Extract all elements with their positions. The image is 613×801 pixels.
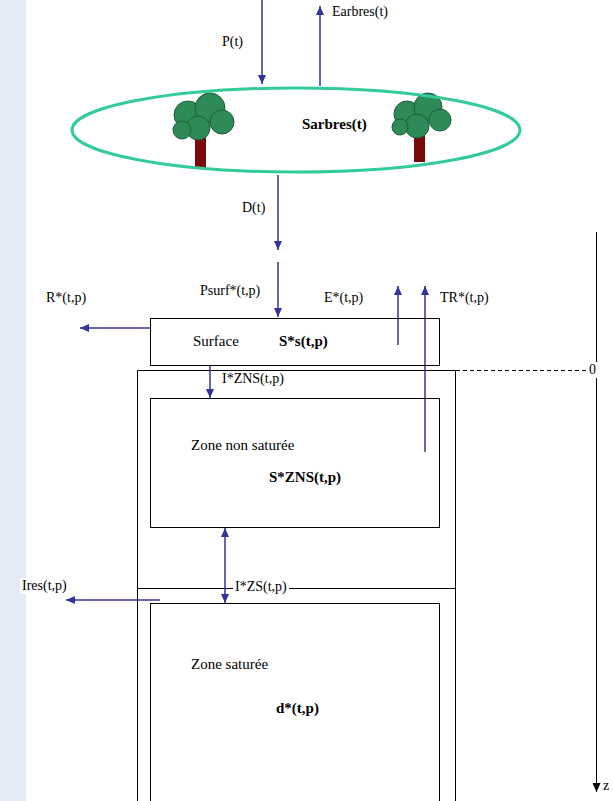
flux-label: TR*(t,p) bbox=[438, 290, 491, 306]
flux-arrow bbox=[277, 262, 279, 317]
variable-name: Sarbres(t) bbox=[302, 116, 367, 133]
ellipse-outline bbox=[70, 86, 522, 174]
flux-connector bbox=[209, 366, 211, 398]
zone-name: Surface bbox=[193, 333, 239, 350]
flux-label: P(t) bbox=[220, 34, 245, 50]
tree-icon bbox=[173, 93, 234, 168]
flux-label: z bbox=[601, 778, 611, 794]
flux-arrow bbox=[424, 286, 426, 452]
surface-box: Surface S*s(t,p) bbox=[150, 318, 440, 366]
flux-arrow bbox=[319, 6, 321, 86]
variable-name: S*s(t,p) bbox=[279, 333, 328, 350]
depth-axis bbox=[596, 232, 597, 792]
flux-arrow bbox=[66, 599, 160, 601]
flux-label: R*(t,p) bbox=[44, 290, 88, 306]
zone-name: Zone saturée bbox=[191, 656, 268, 673]
zero-line bbox=[456, 370, 586, 371]
flux-label: D(t) bbox=[240, 200, 267, 216]
flux-arrow bbox=[80, 327, 150, 329]
canopy-ellipse: Sarbres(t) bbox=[70, 86, 522, 174]
flux-label: Psurf*(t,p) bbox=[198, 283, 262, 299]
zone-box: Zone non saturéeS*ZNS(t,p) bbox=[150, 398, 440, 528]
tree-icon bbox=[392, 93, 451, 162]
flux-label: I*ZS(t,p) bbox=[233, 579, 289, 595]
column-outline bbox=[138, 371, 456, 801]
flux-label: E*(t,p) bbox=[322, 290, 365, 306]
zone-name: Zone non saturée bbox=[191, 437, 294, 454]
flux-label: Earbres(t) bbox=[330, 4, 390, 20]
variable-name: S*ZNS(t,p) bbox=[269, 469, 341, 486]
flux-connector bbox=[224, 528, 226, 603]
variable-name: d*(t,p) bbox=[276, 700, 319, 717]
flux-arrow bbox=[277, 175, 279, 250]
flux-label: Ires(t,p) bbox=[20, 578, 69, 594]
flux-arrow bbox=[397, 286, 399, 345]
flux-label: I*ZNS(t,p) bbox=[220, 371, 286, 387]
flux-arrow bbox=[261, 0, 263, 84]
zone-box: Zone saturée d*(t,p) bbox=[150, 603, 440, 801]
background-band bbox=[0, 0, 26, 801]
flux-label: 0 bbox=[587, 362, 598, 378]
